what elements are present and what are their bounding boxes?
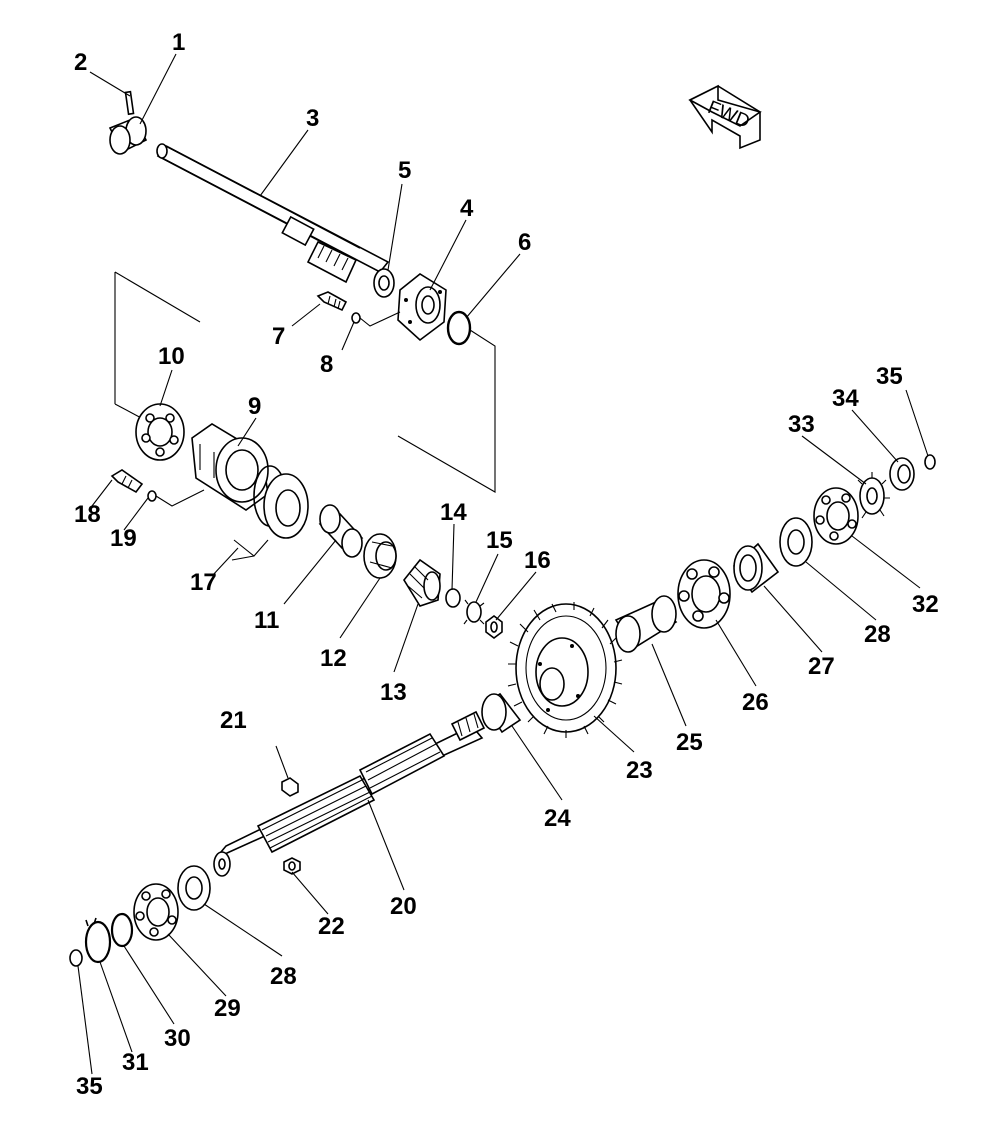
callout-12: 12	[320, 645, 347, 672]
callout-31: 31	[122, 1049, 149, 1076]
part-33-lock-washer	[857, 472, 890, 519]
callout-28-upper: 28	[864, 621, 891, 648]
callout-30: 30	[164, 1025, 191, 1052]
callout-7: 7	[272, 323, 285, 350]
part-27-roller-bearing	[732, 542, 780, 594]
callout-21: 21	[220, 707, 247, 734]
callout-1: 1	[172, 29, 185, 56]
part-35-snap-ring-lower	[69, 949, 83, 967]
part-24-spacer	[481, 692, 522, 734]
callout-labels: 1 2 3 4 5 6 7 8 9 10 11 12 13 14 15 16 1…	[74, 29, 939, 1100]
callout-32: 32	[912, 591, 939, 618]
connector-8-to-4	[359, 311, 401, 327]
callout-33: 33	[788, 411, 815, 438]
part-13-bevel-pinion	[403, 558, 441, 607]
part-11-sleeve	[318, 504, 364, 558]
forward-arrow-icon: FWD	[688, 84, 762, 150]
leader-lines	[77, 53, 929, 1075]
part-22-nut	[283, 857, 301, 875]
part-16-nut	[485, 615, 503, 639]
callout-26: 26	[742, 689, 769, 716]
callout-23: 23	[626, 757, 653, 784]
part-7-bolt	[316, 291, 348, 312]
part-18-bolt	[110, 469, 144, 494]
callout-20: 20	[390, 893, 417, 920]
part-21-nut	[281, 777, 299, 797]
part-28-shim-lower	[177, 865, 211, 911]
callout-24: 24	[544, 805, 571, 832]
part-10-bearing	[135, 403, 185, 461]
part-2-pin	[124, 90, 135, 116]
part-34-nut	[889, 457, 915, 491]
callout-15: 15	[486, 527, 513, 554]
part-31-snap-ring	[84, 917, 112, 964]
part-4-cover	[397, 273, 447, 342]
callout-10: 10	[158, 343, 185, 370]
callout-34: 34	[832, 385, 859, 412]
part-20-output-shaft	[213, 710, 486, 877]
callout-4: 4	[460, 195, 474, 222]
part-29-bearing	[133, 883, 179, 941]
callout-11: 11	[254, 607, 279, 634]
part-6-o-ring	[446, 310, 472, 346]
callout-6: 6	[518, 229, 531, 256]
callout-27: 27	[808, 653, 835, 680]
callout-29: 29	[214, 995, 241, 1022]
part-25-sleeve	[614, 595, 678, 653]
callout-17: 17	[190, 569, 217, 596]
callout-3: 3	[306, 105, 319, 132]
part-15-lockwasher	[463, 599, 485, 625]
part-35-snap-ring-upper	[924, 454, 936, 470]
callout-25: 25	[676, 729, 703, 756]
callout-14: 14	[440, 499, 467, 526]
part-30-ring	[110, 912, 134, 948]
part-12-bearing	[363, 533, 397, 579]
connector-19-to-9	[155, 489, 205, 507]
part-8-washer	[351, 312, 361, 324]
part-14-washer	[445, 588, 461, 608]
part-17-shims	[253, 465, 309, 539]
callout-8: 8	[320, 351, 333, 378]
callout-35-lower: 35	[76, 1073, 103, 1100]
part-26-bearing	[677, 559, 731, 629]
callout-28-lower: 28	[270, 963, 297, 990]
callout-9: 9	[248, 393, 261, 420]
callout-18: 18	[74, 501, 101, 528]
part-19-washer	[147, 490, 157, 502]
part-1-collar	[108, 116, 148, 155]
part-28-shim-upper	[779, 517, 813, 567]
part-23-ring-gear	[507, 602, 623, 738]
callout-13: 13	[380, 679, 407, 706]
callout-2: 2	[74, 49, 87, 76]
part-32-bearing	[813, 487, 859, 545]
callout-35-upper: 35	[876, 363, 903, 390]
part-5-bearing	[373, 268, 395, 298]
callout-19: 19	[110, 525, 137, 552]
callout-5: 5	[398, 157, 411, 184]
connector-17	[231, 539, 269, 561]
callout-22: 22	[318, 913, 345, 940]
assembly-line-right	[397, 329, 496, 493]
part-3-input-shaft	[156, 143, 390, 284]
part-9-housing	[191, 423, 269, 511]
callout-16: 16	[524, 547, 551, 574]
